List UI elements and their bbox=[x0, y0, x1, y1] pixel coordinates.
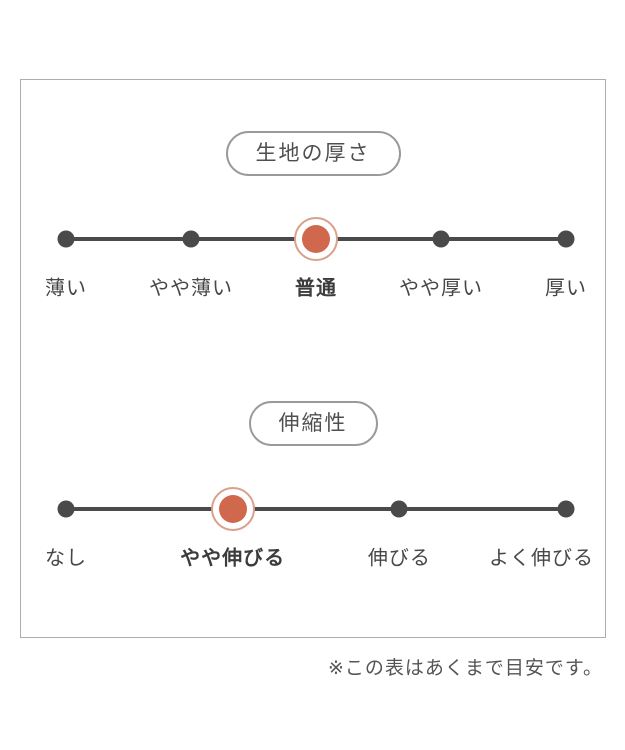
scale-dot bbox=[182, 230, 200, 248]
selected-marker bbox=[294, 217, 338, 261]
scale-dot bbox=[557, 500, 575, 518]
scale-line bbox=[64, 507, 568, 511]
disclaimer-note: ※この表はあくまで目安です。 bbox=[327, 658, 603, 679]
scale-option-label: やや厚い bbox=[399, 277, 483, 300]
selected-dot bbox=[302, 225, 330, 253]
scale-dot bbox=[57, 230, 75, 248]
scale-section-2: 伸縮性なし やや伸びる 伸びる よく伸びる bbox=[21, 350, 605, 580]
scale-title-row: 伸縮性 bbox=[21, 401, 605, 446]
scale-dot bbox=[432, 230, 450, 248]
size-guide-frame: 生地の厚さ薄い やや薄い 普通 やや厚い 厚い伸縮性なし やや伸びる 伸びる よく伸びる bbox=[20, 79, 606, 638]
scale-title: 生地の厚さ bbox=[255, 142, 371, 165]
scale-title-row: 生地の厚さ bbox=[21, 131, 605, 176]
scale-title: 伸縮性 bbox=[278, 412, 348, 435]
scale-option-label: 伸びる bbox=[367, 547, 431, 570]
scale-dot bbox=[557, 230, 575, 248]
scale-option-label: なし bbox=[45, 547, 87, 570]
scale-option-label: 普通 bbox=[295, 277, 337, 300]
scale-title-pill: 生地の厚さ bbox=[225, 131, 401, 176]
selected-dot bbox=[218, 495, 247, 523]
scale-option-label: やや伸びる bbox=[180, 547, 286, 570]
scale-dot bbox=[57, 500, 75, 518]
selected-marker bbox=[210, 487, 255, 531]
scale-title-pill: 伸縮性 bbox=[248, 401, 378, 446]
scale-option-label: よく伸びる bbox=[489, 547, 594, 570]
scale-option-label: やや薄い bbox=[149, 277, 233, 300]
scale-dot bbox=[390, 500, 408, 518]
scale-option-label: 厚い bbox=[545, 277, 587, 300]
scale-option-label: 薄い bbox=[45, 277, 87, 300]
scale-section-1: 生地の厚さ薄い やや薄い 普通 やや厚い 厚い bbox=[21, 80, 605, 310]
